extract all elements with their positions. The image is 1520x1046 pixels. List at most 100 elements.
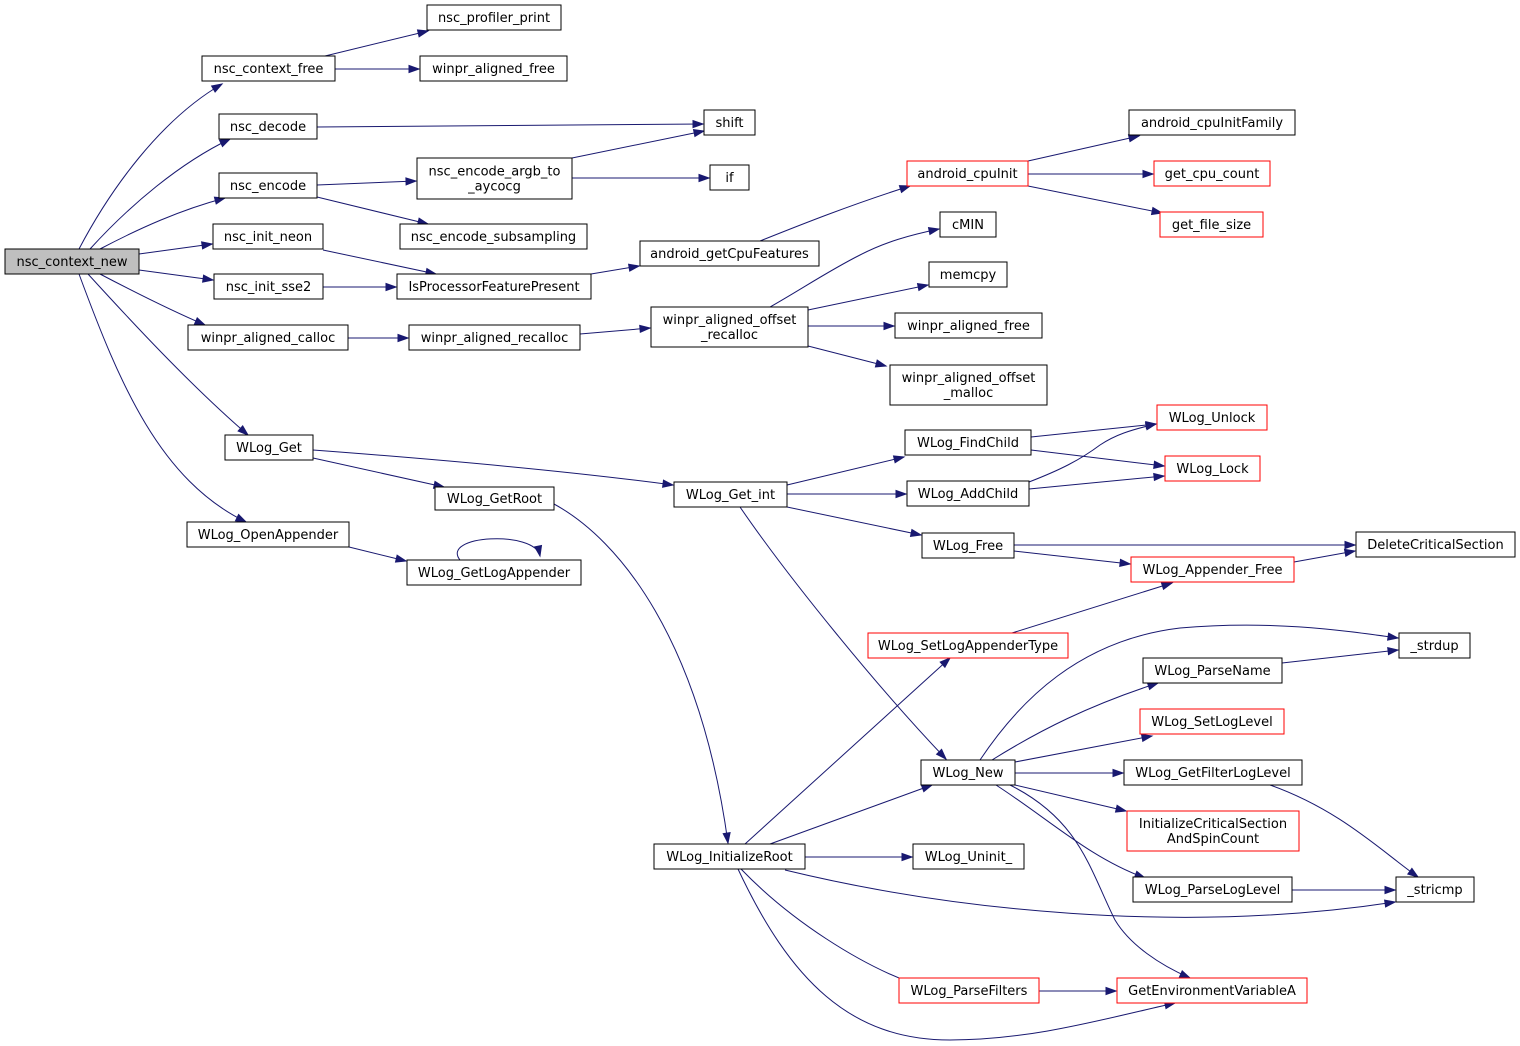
edge-WLog_New-to-WLog_GetFilterLogLevel	[1015, 768, 1125, 778]
node-label: WLog_ParseFilters	[911, 984, 1028, 999]
node-wlog-unlock[interactable]: WLog_Unlock	[1156, 404, 1268, 431]
node-wlog-parsefilters[interactable]: WLog_ParseFilters	[898, 977, 1040, 1004]
node-label: android_cpuInitFamily	[1141, 116, 1283, 131]
node--stricmp[interactable]: _stricmp	[1395, 876, 1475, 903]
node-wlog-get[interactable]: WLog_Get	[224, 434, 314, 461]
node-label: _aycocg	[467, 180, 521, 195]
edge-WLog_Get_int-to-WLog_Free	[786, 506, 923, 537]
node-label: winpr_aligned_offset	[663, 313, 797, 328]
node-android-getcpufeatures[interactable]: android_getCpuFeatures	[639, 240, 820, 267]
edge-android_cpuInit-to-get_file_size	[1027, 185, 1164, 216]
edge-WLog_New-to-InitializeCriticalSection	[1014, 784, 1128, 813]
node-wlog-setlogappendertype[interactable]: WLog_SetLogAppenderType	[867, 632, 1069, 659]
edge-winpr_aligned_calloc-to-winpr_aligned_recalloc	[348, 333, 410, 343]
node-nsc-encode-argb[interactable]: nsc_encode_argb_to_aycocg	[416, 157, 573, 200]
node-wlog-initializeroot[interactable]: WLog_InitializeRoot	[653, 843, 806, 870]
node-label: _strdup	[1409, 639, 1458, 654]
edge-WLog_Free-to-WLog_Appender_Free	[1013, 550, 1132, 568]
node-label: WLog_Get	[236, 441, 302, 456]
node-label: WLog_SetLogAppenderType	[878, 639, 1058, 654]
node-cmin[interactable]: cMIN	[939, 211, 997, 238]
node-nsc-init-neon[interactable]: nsc_init_neon	[212, 223, 324, 250]
node-nsc-decode[interactable]: nsc_decode	[218, 113, 318, 140]
node-label: WLog_GetFilterLogLevel	[1135, 766, 1290, 781]
node-nsc-encode-subsampling[interactable]: nsc_encode_subsampling	[399, 223, 588, 250]
node-nsc-encode[interactable]: nsc_encode	[218, 172, 318, 199]
edge-WLog_AddChild-to-WLog_Unlock	[1028, 422, 1158, 483]
edge-WLog_New-to-WLog_ParseName	[991, 682, 1160, 761]
node-get-cpu-count[interactable]: get_cpu_count	[1153, 160, 1271, 187]
node-winpr-aligned-free-b[interactable]: winpr_aligned_free	[894, 312, 1043, 339]
node-deletecriticalsection[interactable]: DeleteCriticalSection	[1355, 531, 1516, 558]
node-wlog-free[interactable]: WLog_Free	[921, 532, 1015, 559]
node-wlog-getlogappender[interactable]: WLog_GetLogAppender	[406, 559, 582, 586]
edge-WLog_New-to-GetEnvironmentVariableA	[1009, 784, 1192, 979]
node-wlog-findchild[interactable]: WLog_FindChild	[904, 429, 1032, 456]
node-wlog-addchild[interactable]: WLog_AddChild	[906, 480, 1030, 507]
node-label: nsc_decode	[230, 120, 306, 135]
node-label: GetEnvironmentVariableA	[1128, 984, 1296, 999]
node-label: WLog_GetLogAppender	[418, 566, 571, 581]
node-nsc-context-free[interactable]: nsc_context_free	[201, 55, 336, 82]
node-label: android_cpuInit	[917, 167, 1017, 182]
edge-WLog_GetLogAppender-to-WLog_GetLogAppender	[456, 538, 543, 561]
edge-nsc_init_neon-to-IsProcessorFeaturePresent	[322, 249, 438, 276]
edge-WLog_New-to-WLog_SetLogLevel	[1014, 733, 1154, 763]
node-winpr-aligned-offset-malloc[interactable]: winpr_aligned_offset_malloc	[889, 364, 1048, 406]
node-label: WLog_New	[933, 766, 1004, 781]
edge-nsc_encode-to-nsc_encode_subsampling	[316, 196, 430, 226]
node-winpr-aligned-calloc[interactable]: winpr_aligned_calloc	[187, 324, 349, 351]
node-isprocessorfeaturepresent[interactable]: IsProcessorFeaturePresent	[396, 273, 592, 300]
node-wlog-getfilterloglevel[interactable]: WLog_GetFilterLogLevel	[1123, 759, 1303, 786]
node-label: WLog_GetRoot	[447, 492, 542, 507]
node-label: if	[725, 171, 734, 186]
node-label: WLog_Unlock	[1169, 411, 1256, 426]
node-wlog-get-int[interactable]: WLog_Get_int	[673, 481, 788, 508]
node-winpr-aligned-recalloc[interactable]: winpr_aligned_recalloc	[408, 324, 581, 351]
node--strdup[interactable]: _strdup	[1398, 632, 1471, 659]
node-memcpy[interactable]: memcpy	[928, 261, 1008, 288]
node-label: shift	[715, 116, 743, 131]
node-getenvironmentvariablea[interactable]: GetEnvironmentVariableA	[1116, 977, 1308, 1004]
node-label: get_cpu_count	[1165, 167, 1260, 182]
node-label: nsc_context_free	[214, 62, 324, 77]
node-wlog-parseloglevel[interactable]: WLog_ParseLogLevel	[1132, 876, 1293, 903]
node-shift[interactable]: shift	[703, 109, 756, 136]
node-nsc-init-sse2[interactable]: nsc_init_sse2	[213, 273, 324, 300]
node-wlog-setloglevel[interactable]: WLog_SetLogLevel	[1139, 708, 1285, 735]
node-wlog-getroot[interactable]: WLog_GetRoot	[434, 486, 555, 511]
node-winpr-aligned-offset-recalloc[interactable]: winpr_aligned_offset_recalloc	[650, 306, 809, 348]
edge-nsc_context_new-to-WLog_Get	[87, 273, 250, 436]
edge-winpr_aligned_recalloc-to-winpr_aligned_offset_recalloc	[579, 324, 652, 335]
node-wlog-appender-free[interactable]: WLog_Appender_Free	[1130, 556, 1295, 583]
edge-winpr_aligned_offset_recalloc-to-memcpy	[807, 283, 930, 311]
node-label: memcpy	[940, 268, 997, 283]
node-wlog-parsename[interactable]: WLog_ParseName	[1142, 657, 1283, 684]
node-nsc-context-new[interactable]: nsc_context_new	[4, 248, 140, 275]
node-get-file-size[interactable]: get_file_size	[1159, 211, 1264, 238]
node-label: winpr_aligned_free	[432, 62, 555, 77]
edge-nsc_context_new-to-nsc_init_neon	[138, 241, 214, 255]
edge-WLog_SetLogAppenderType-to-WLog_Appender_Free	[1011, 582, 1174, 634]
node-if[interactable]: if	[709, 164, 750, 191]
edge-nsc_encode_argb-to-if	[572, 173, 711, 183]
node-label: winpr_aligned_calloc	[201, 331, 335, 346]
edge-winpr_aligned_offset_recalloc-to-winpr_aligned_free_b	[808, 321, 896, 331]
edge-WLog_InitializeRoot-to-WLog_New	[769, 784, 934, 845]
node-label: DeleteCriticalSection	[1367, 538, 1503, 553]
node-label: nsc_encode_subsampling	[411, 230, 576, 245]
node-wlog-new[interactable]: WLog_New	[920, 759, 1016, 786]
node-label: android_getCpuFeatures	[650, 247, 809, 262]
edge-WLog_OpenAppender-to-WLog_GetLogAppender	[348, 546, 408, 563]
node-wlog-uninit-[interactable]: WLog_Uninit_	[912, 843, 1025, 870]
node-android-cpuinitfamily[interactable]: android_cpuInitFamily	[1128, 109, 1296, 136]
edge-nsc_encode-to-nsc_encode_argb	[316, 177, 418, 186]
node-wlog-openappender[interactable]: WLog_OpenAppender	[186, 521, 350, 548]
node-winpr-aligned-free-a[interactable]: winpr_aligned_free	[419, 55, 568, 82]
node-wlog-lock[interactable]: WLog_Lock	[1164, 455, 1261, 482]
edge-nsc_context_new-to-nsc_context_free	[78, 83, 224, 250]
node-android-cpuinit[interactable]: android_cpuInit	[906, 160, 1029, 187]
node-nsc-profiler-print[interactable]: nsc_profiler_print	[426, 4, 562, 31]
